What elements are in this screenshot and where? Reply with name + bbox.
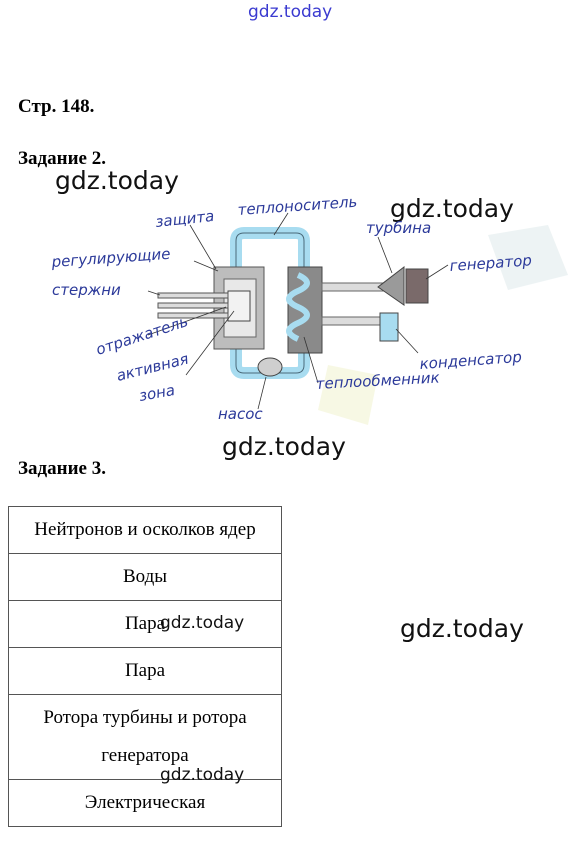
table-row: Воды [8,553,282,601]
watermark: gdz.today [390,194,514,223]
table-cell: Пара [8,647,282,695]
page-heading: Стр. 148. [18,96,95,117]
heat-exchanger-coil [286,272,310,342]
table-cell: Воды [8,553,282,601]
label-coolant: теплоноситель [237,195,358,219]
return-pipe [321,316,385,326]
label-protection: защита [155,207,216,231]
label-active-zone-2: зона [138,381,177,405]
control-rod [157,302,229,309]
watermark: gdz.today [160,613,245,633]
watermark: gdz.today [222,432,346,461]
pump [257,357,283,377]
table-row: Электрическая [8,779,282,827]
table-cell: Пара [8,600,282,648]
control-rod [157,292,229,299]
label-active-zone-1: активная [115,350,191,385]
steam-pipe [321,282,387,292]
label-generator: генератор [449,251,532,275]
task2-heading: Задание 2. [18,148,106,169]
label-turbine: турбина [366,219,431,237]
watermark: gdz.today [400,614,524,643]
label-control-rods-1: регулирующие [50,245,171,271]
table-row: Нейтронов и осколков ядер [8,506,282,554]
condenser [379,312,399,342]
answers-table: Нейтронов и осколков ядер Воды Пара Пара… [8,506,282,827]
coolant-loop-outline [235,232,305,374]
watermark: gdz.today [160,765,245,785]
table-row: Пара [8,647,282,695]
table-cell: Ротора турбины и ротора генератора [8,694,282,780]
control-rod [157,312,229,319]
task3-heading: Задание 3. [18,458,106,479]
turbine [377,265,405,306]
table-cell: Электрическая [8,779,282,827]
watermark: gdz.today [55,166,179,195]
reactor-diagram: защита теплоноситель турбина генератор р… [50,195,568,425]
active-zone [227,290,251,322]
generator [405,268,429,304]
table-row: Пара [8,600,282,648]
table-cell: Нейтронов и осколков ядер [8,506,282,554]
label-pump: насос [218,405,263,423]
watermark-top: gdz.today [248,2,333,22]
label-control-rods-2: стержни [52,281,121,299]
table-row: Ротора турбины и ротора генератора [8,694,282,780]
